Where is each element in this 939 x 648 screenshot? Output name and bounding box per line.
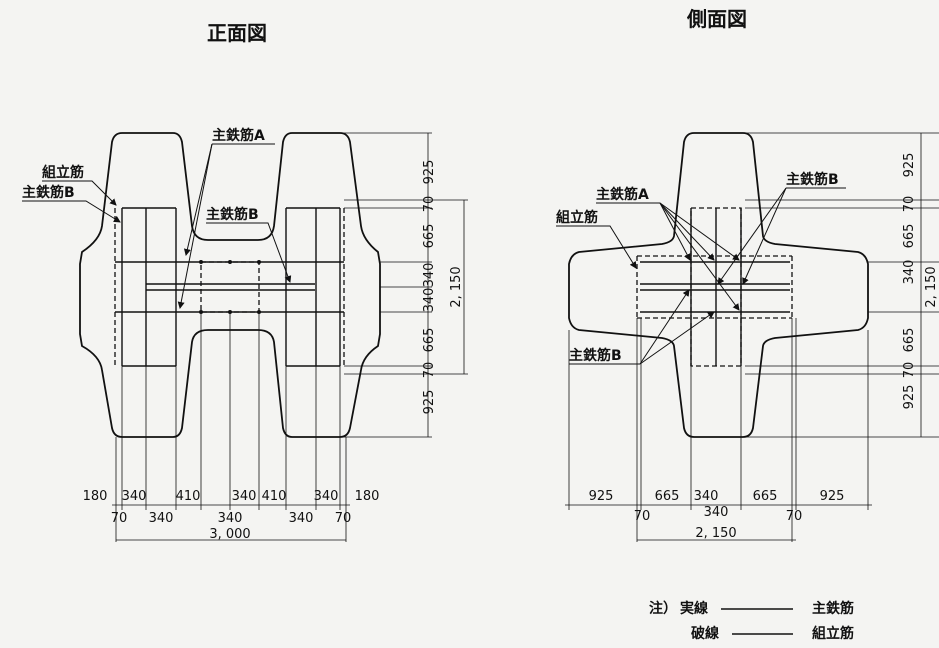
front-label-main-b-center: 主鉄筋B [206,206,259,223]
side-dim-665-right: 665 [753,489,778,504]
front-dim-410-left: 410 [176,489,201,504]
side-label-main-a: 主鉄筋A [596,186,649,203]
front-dim-180-left: 180 [83,489,108,504]
side-dim-925-bottom: 925 [902,385,917,410]
side-dim-70-bottom: 70 [902,362,917,379]
side-right-dims: 925 70 665 340 665 70 925 2, 150 [902,153,939,410]
legend-solid-label: 実線 [680,600,708,617]
front-dim-925-top: 925 [422,160,437,185]
front-dim-340-1: 340 [122,489,147,504]
front-dim-665-bottom: 665 [422,328,437,353]
side-dim-70-right: 70 [786,509,803,524]
front-dim-3000: 3, 000 [209,527,250,542]
front-dim-340-b1: 340 [149,511,174,526]
front-dim-340-a: 340 [422,263,437,288]
front-dim-2150: 2, 150 [449,266,464,307]
front-dim-340-b2: 340 [218,511,243,526]
front-extension-lines [112,132,468,542]
front-view-title: 正面図 [207,21,267,45]
side-dim-925-left: 925 [589,489,614,504]
front-right-dims: 925 70 665 340 340 665 70 925 2, 150 [422,160,464,415]
side-dim-665-bottom: 665 [902,328,917,353]
side-dim-340-bottom: 340 [704,505,729,520]
front-dim-340-b: 340 [422,288,437,313]
front-bottom-dims-row1: 180 340 410 340 410 340 180 [83,489,380,504]
side-dim-340-top: 340 [694,489,719,504]
front-bottom-dims-row2: 70 340 340 340 70 [111,511,352,526]
front-label-kumitate: 組立筋 [42,164,84,181]
side-dim-665-top: 665 [902,224,917,249]
side-dim-70-top: 70 [902,196,917,213]
front-dim-340-2: 340 [232,489,257,504]
front-leader-lines [22,143,292,309]
front-assembly-rebar [114,208,345,366]
side-main-rebar [640,208,790,366]
legend-solid-meaning: 主鉄筋 [812,600,854,617]
side-assembly-rebar [636,207,793,367]
side-dim-2150: 2, 150 [695,526,736,541]
side-label-main-b-bottom: 主鉄筋B [569,347,622,364]
front-main-rebar [115,207,344,367]
front-label-main-b-left: 主鉄筋B [22,184,75,201]
front-dim-180-right: 180 [355,489,380,504]
legend-prefix: 注） [649,600,677,617]
side-dim-340: 340 [902,260,917,285]
front-dim-70-top: 70 [422,196,437,213]
front-label-main-a: 主鉄筋A [212,127,265,144]
front-dim-70-bottom: 70 [422,362,437,379]
side-dim-70-left: 70 [634,509,651,524]
front-dim-340-3: 340 [314,489,339,504]
side-dim-665-left: 665 [655,489,680,504]
front-dim-70-left: 70 [111,511,128,526]
front-dim-340-b3: 340 [289,511,314,526]
legend-dashed-label: 破線 [691,625,719,642]
front-dim-70-right: 70 [335,511,352,526]
front-rebar-dots [199,260,261,314]
side-label-main-b-top: 主鉄筋B [786,171,839,188]
side-leader-lines [556,187,846,365]
side-view-title: 側面図 [686,7,747,31]
front-view: 正面図 [22,21,468,542]
front-dim-665-top: 665 [422,224,437,249]
side-dim-925-top: 925 [902,153,917,178]
legend-dashed-meaning: 組立筋 [812,625,854,642]
side-dim-2150-vertical: 2, 150 [924,266,939,307]
front-dim-410-right: 410 [262,489,287,504]
side-dim-925-right: 925 [820,489,845,504]
side-bottom-dims-row1: 925 665 340 665 925 [589,489,845,504]
legend: 注） 実線 主鉄筋 破線 組立筋 [649,600,854,642]
front-dim-925-bottom: 925 [422,390,437,415]
side-label-kumitate: 組立筋 [556,209,598,226]
side-view: 側面図 [556,7,939,542]
side-bottom-dims-row2: 70 340 70 [634,505,803,524]
